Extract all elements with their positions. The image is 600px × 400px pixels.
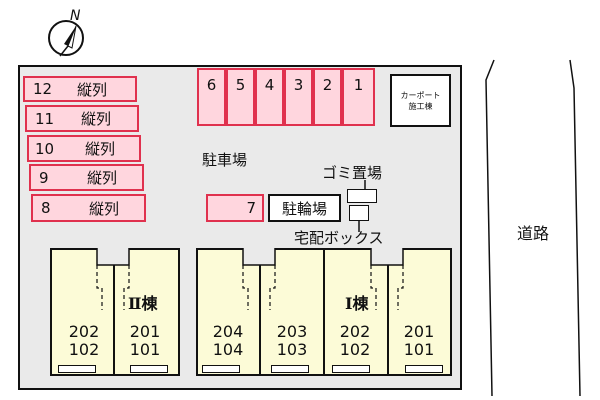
unit-202: 202 102: [58, 323, 110, 359]
unit-upper-number: 204: [212, 322, 244, 341]
unit-upper-number: 201: [403, 322, 435, 341]
parking-row-11: 11 縦列: [25, 105, 139, 132]
unit-202: 202 102: [329, 323, 381, 359]
window: [332, 365, 370, 373]
parking-bay-number: 7: [246, 199, 256, 217]
unit-upper-number: 203: [276, 322, 308, 341]
bicycle-parking-label: 駐輪場: [281, 199, 327, 218]
compass-north-label: N: [70, 8, 81, 24]
parking-bay-4: 4: [255, 68, 284, 126]
parking-row-8: 8 縦列: [31, 194, 146, 222]
parking-row-label: 縦列: [81, 110, 112, 128]
parking-row-number: 12: [33, 80, 53, 98]
bicycle-parking: 駐輪場: [268, 194, 341, 222]
parking-row-number: 8: [41, 199, 51, 217]
unit-201: 201 101: [119, 323, 171, 359]
unit-lower-number: 103: [276, 340, 308, 359]
window: [58, 365, 96, 373]
carport-label-1: カーポート: [400, 90, 441, 100]
building-1-name: Ⅰ棟: [345, 294, 369, 313]
parking-row-12: 12 縦列: [23, 76, 137, 102]
road-edge-left: [485, 59, 495, 397]
unit-upper-number: 202: [68, 322, 100, 341]
parking-row-label: 縦列: [89, 199, 120, 218]
garbage-leader-line: [364, 180, 366, 190]
unit-lower-number: 102: [68, 340, 100, 359]
parking-row-label: 縦列: [77, 80, 108, 99]
unit-upper-number: 202: [339, 322, 371, 341]
parking-bay-1: 1: [342, 68, 375, 126]
parking-row-9: 9 縦列: [29, 164, 144, 191]
parking-row-label: 縦列: [85, 140, 116, 158]
parking-row-label: 縦列: [87, 169, 118, 187]
north-arrow-icon: [59, 25, 77, 57]
building-2-outline: [96, 248, 130, 376]
parking-bay-5: 5: [226, 68, 255, 126]
delivery-box-label: 宅配ボックス: [294, 229, 384, 247]
unit-lower-number: 101: [403, 340, 435, 359]
parking-lot-label: 駐車場: [202, 151, 248, 169]
road-label: 道路: [517, 224, 550, 243]
garbage-area: [347, 189, 377, 203]
parking-row-10: 10 縦列: [27, 135, 141, 162]
carport: カーポート 施工棟: [390, 74, 451, 127]
building-1-outline: [242, 248, 404, 376]
unit-203: 203 103: [266, 323, 318, 359]
parking-row-number: 10: [35, 139, 55, 158]
building-2-name: Ⅱ棟: [128, 294, 158, 313]
window: [271, 365, 309, 373]
unit-lower-number: 102: [339, 340, 371, 359]
road-edge-right: [569, 59, 581, 397]
parking-bay-3: 3: [284, 68, 313, 126]
delivery-box: [349, 205, 369, 221]
parking-bay-7: 7: [206, 194, 264, 222]
parking-bay-2: 2: [313, 68, 342, 126]
unit-upper-number: 201: [129, 322, 161, 341]
compass: [48, 20, 84, 57]
parking-row-number: 9: [39, 168, 49, 187]
parking-row-number: 11: [35, 109, 55, 128]
unit-lower-number: 104: [212, 340, 244, 359]
window: [405, 365, 443, 373]
window: [130, 365, 168, 373]
garbage-area-label: ゴミ置場: [322, 164, 383, 182]
parking-bay-6: 6: [197, 68, 226, 126]
carport-label-2: 施工棟: [408, 101, 433, 111]
unit-204: 204 104: [202, 323, 254, 359]
window: [202, 365, 240, 373]
unit-lower-number: 101: [129, 340, 161, 359]
unit-201: 201 101: [393, 323, 445, 359]
delivery-box-leader-line: [358, 220, 360, 232]
